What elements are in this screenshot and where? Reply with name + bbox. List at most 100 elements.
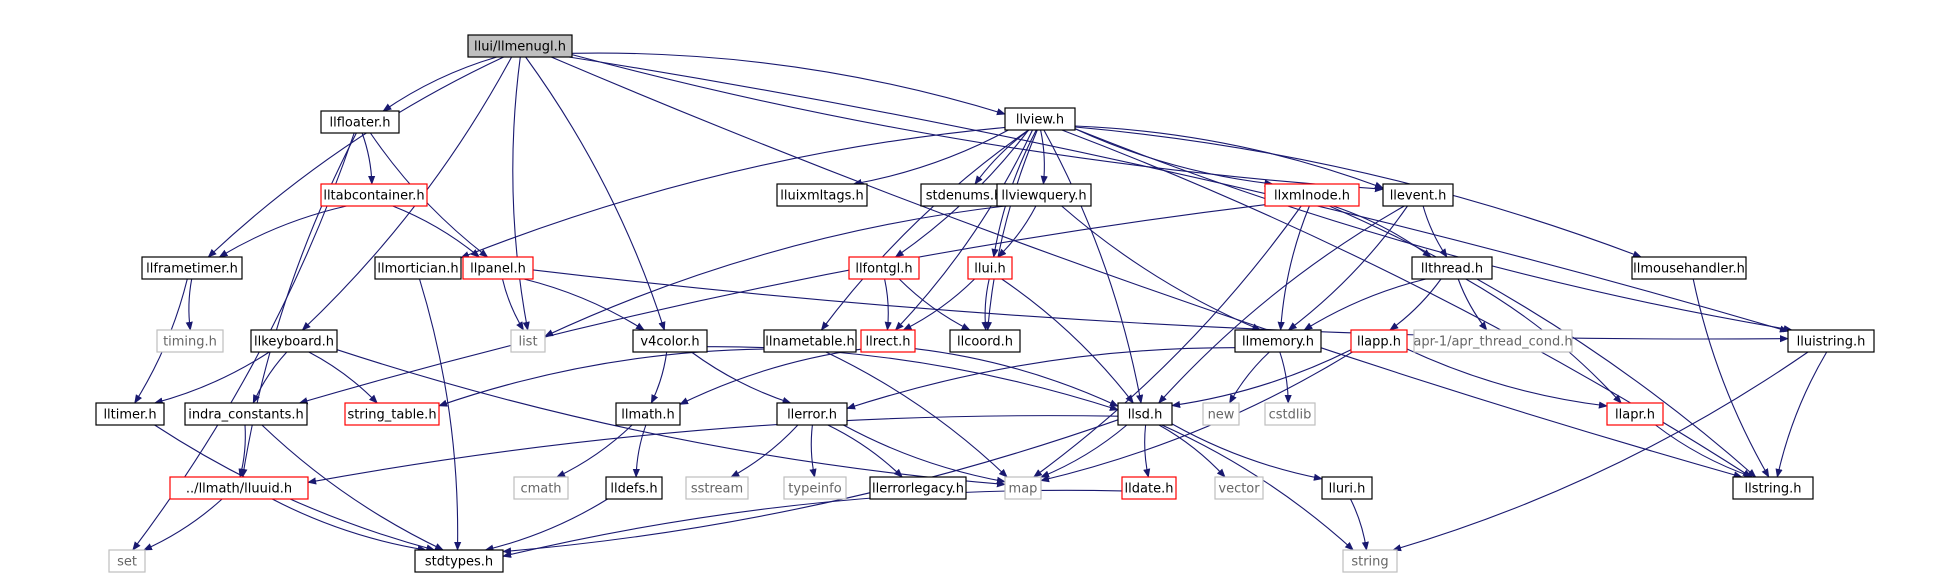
- edge-llxmlnode-to-indra_constants: [298, 204, 1266, 405]
- node-box-stdtypes: [414, 549, 504, 573]
- node-box-llkeyboard: [250, 329, 338, 353]
- node-llview[interactable]: llview.h: [1004, 107, 1076, 131]
- node-box-lltimer: [95, 402, 165, 426]
- node-stdtypes[interactable]: stdtypes.h: [414, 549, 504, 573]
- node-label-llmortician: llmortician.h: [377, 262, 458, 277]
- node-llfloater[interactable]: llfloater.h: [320, 110, 400, 134]
- node-v4color[interactable]: v4color.h: [632, 329, 708, 353]
- node-apr_thread_cond[interactable]: apr-1/apr_thread_cond.h: [1413, 329, 1573, 353]
- node-box-cmath: [513, 476, 569, 500]
- node-lldate[interactable]: lldate.h: [1121, 476, 1177, 500]
- node-llmousehandler[interactable]: llmousehandler.h: [1631, 256, 1747, 280]
- node-box-timing: [156, 329, 224, 353]
- node-new[interactable]: new: [1202, 402, 1240, 426]
- node-llsd[interactable]: llsd.h: [1117, 402, 1173, 426]
- node-llerror[interactable]: llerror.h: [776, 402, 848, 426]
- node-llfontgl[interactable]: llfontgl.h: [848, 256, 920, 280]
- node-lluuid[interactable]: ../llmath/lluuid.h: [169, 476, 309, 500]
- node-box-cstdlib: [1264, 402, 1316, 426]
- node-label-llmath: llmath.h: [621, 408, 675, 423]
- node-lldefs[interactable]: lldefs.h: [605, 476, 663, 500]
- node-string_table[interactable]: string_table.h: [344, 402, 440, 426]
- node-label-indra_constants: indra_constants.h: [188, 408, 304, 423]
- node-box-llview: [1004, 107, 1076, 131]
- node-stdenums[interactable]: stdenums.h: [920, 183, 1008, 207]
- node-label-cstdlib: cstdlib: [1269, 408, 1312, 423]
- node-lluri[interactable]: lluri.h: [1321, 476, 1373, 500]
- edge-root-to-lluistring: [568, 56, 1789, 333]
- edge-llmath-to-cmath: [556, 424, 633, 478]
- node-box-llapr: [1606, 402, 1664, 426]
- node-llevent[interactable]: llevent.h: [1382, 183, 1454, 207]
- node-label-map: map: [1009, 482, 1038, 497]
- node-typeinfo[interactable]: typeinfo: [783, 476, 847, 500]
- edge-lluistring-to-llstring: [1775, 351, 1828, 478]
- edge-indra_constants-to-lluuid: [238, 424, 246, 478]
- node-label-new: new: [1208, 408, 1235, 423]
- node-root[interactable]: llui/llmenugl.h: [467, 34, 573, 58]
- node-llmath[interactable]: llmath.h: [615, 402, 681, 426]
- node-llerrorlegacy[interactable]: llerrorlegacy.h: [869, 476, 967, 500]
- node-llpanel[interactable]: llpanel.h: [462, 256, 534, 280]
- node-llxmlnode[interactable]: llxmlnode.h: [1264, 183, 1360, 207]
- node-label-sstream: sstream: [691, 482, 743, 497]
- edge-v4color-to-llsd: [706, 346, 1119, 411]
- node-box-llmousehandler: [1631, 256, 1747, 280]
- edge-llsd-to-lldate: [1143, 424, 1151, 478]
- edge-llviewquery-to-list: [544, 205, 1006, 337]
- node-label-v4color: v4color.h: [640, 335, 699, 350]
- node-box-llrect: [860, 329, 916, 353]
- node-cstdlib[interactable]: cstdlib: [1264, 402, 1316, 426]
- node-map[interactable]: map: [1004, 476, 1042, 500]
- node-cmath[interactable]: cmath: [513, 476, 569, 500]
- edge-llview-to-llrect: [894, 129, 1033, 331]
- node-list[interactable]: list: [510, 329, 546, 353]
- node-llthread[interactable]: llthread.h: [1411, 256, 1493, 280]
- node-lltabcontainer[interactable]: lltabcontainer.h: [320, 183, 428, 207]
- edge-llkeyboard-to-string_table: [308, 351, 378, 404]
- edge-llsd-to-lluri: [1171, 423, 1323, 481]
- node-box-llfloater: [320, 110, 400, 134]
- node-llapr[interactable]: llapr.h: [1606, 402, 1664, 426]
- node-indra_constants[interactable]: indra_constants.h: [184, 402, 308, 426]
- node-llviewquery[interactable]: llviewquery.h: [996, 183, 1092, 207]
- node-box-llframetimer: [141, 256, 243, 280]
- node-llmemory[interactable]: llmemory.h: [1234, 329, 1322, 353]
- node-box-llapp: [1350, 329, 1408, 353]
- node-lluistring[interactable]: lluistring.h: [1787, 329, 1875, 353]
- edge-v4color-to-llmath: [650, 351, 668, 404]
- node-llrect[interactable]: llrect.h: [860, 329, 916, 353]
- edge-llview-to-llxmlnode: [1074, 128, 1274, 187]
- node-label-lluuid: ../llmath/lluuid.h: [186, 482, 292, 497]
- node-llkeyboard[interactable]: llkeyboard.h: [250, 329, 338, 353]
- node-timing[interactable]: timing.h: [156, 329, 224, 353]
- node-llui[interactable]: llui.h: [967, 256, 1013, 280]
- node-llstring[interactable]: llstring.h: [1732, 476, 1814, 500]
- node-label-llframetimer: llframetimer.h: [146, 262, 238, 277]
- node-label-apr_thread_cond: apr-1/apr_thread_cond.h: [1413, 335, 1572, 350]
- node-llframetimer[interactable]: llframetimer.h: [141, 256, 243, 280]
- node-llmortician[interactable]: llmortician.h: [374, 256, 462, 280]
- node-llcoord[interactable]: llcoord.h: [949, 329, 1021, 353]
- node-lluixmltags[interactable]: lluixmltags.h: [776, 183, 868, 207]
- node-set[interactable]: set: [108, 549, 146, 573]
- node-llapp[interactable]: llapp.h: [1350, 329, 1408, 353]
- edge-llsd-to-stdtypes: [502, 419, 1119, 555]
- node-label-llevent: llevent.h: [1390, 189, 1447, 204]
- node-box-v4color: [632, 329, 708, 353]
- node-llnametable[interactable]: llnametable.h: [763, 329, 857, 353]
- node-vector[interactable]: vector: [1214, 476, 1264, 500]
- edge-llevent-to-llmemory: [1287, 205, 1408, 331]
- node-label-llkeyboard: llkeyboard.h: [254, 335, 334, 350]
- node-sstream[interactable]: sstream: [685, 476, 749, 500]
- node-string[interactable]: string: [1342, 549, 1398, 573]
- node-label-string: string: [1351, 555, 1388, 570]
- node-label-llviewquery: llviewquery.h: [1001, 189, 1086, 204]
- node-label-vector: vector: [1218, 482, 1260, 497]
- edge-lltabcontainer-to-llpanel: [392, 205, 480, 258]
- node-box-map: [1004, 476, 1042, 500]
- node-box-string_table: [344, 402, 440, 426]
- edge-llevent-to-llsd: [1158, 205, 1405, 404]
- node-box-lltabcontainer: [320, 183, 428, 207]
- node-lltimer[interactable]: lltimer.h: [95, 402, 165, 426]
